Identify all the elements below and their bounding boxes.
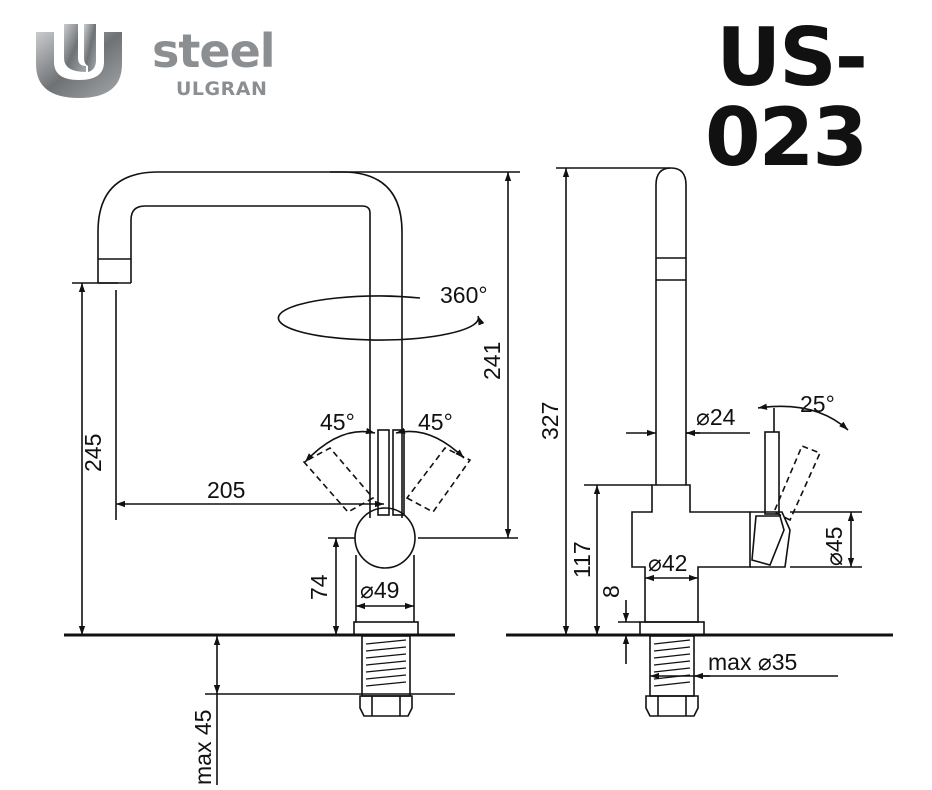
brand-logo: steel ULGRAN — [34, 22, 304, 108]
body-42-label: ⌀42 — [648, 550, 687, 576]
height-327-label: 327 — [537, 402, 563, 440]
base-8-label: 8 — [598, 585, 624, 598]
rotation-label: 360° — [440, 282, 488, 308]
angle-right-label: 45° — [418, 409, 453, 435]
body-74-label: 74 — [306, 574, 332, 600]
thread-35-label: max ⌀35 — [708, 649, 797, 675]
height-241-label: 241 — [479, 342, 505, 380]
base-49-label: ⌀49 — [360, 577, 399, 603]
brand-subtitle: ULGRAN — [176, 78, 268, 100]
front-view — [64, 171, 520, 785]
handle-45-label: ⌀45 — [821, 527, 847, 566]
reach-205-label: 205 — [207, 477, 245, 503]
side-view — [506, 167, 893, 717]
mount-depth-label: max 45 — [190, 710, 216, 785]
height-117-label: 117 — [569, 541, 595, 578]
angle-left-label: 45° — [320, 409, 355, 435]
height-245-label: 245 — [80, 434, 106, 472]
model-title: US-023 — [705, 11, 868, 184]
tube-24-label: ⌀24 — [696, 404, 736, 430]
brand-name: steel — [152, 24, 276, 78]
u-logo-icon — [36, 24, 122, 98]
lever-25-label: 25° — [800, 391, 835, 417]
